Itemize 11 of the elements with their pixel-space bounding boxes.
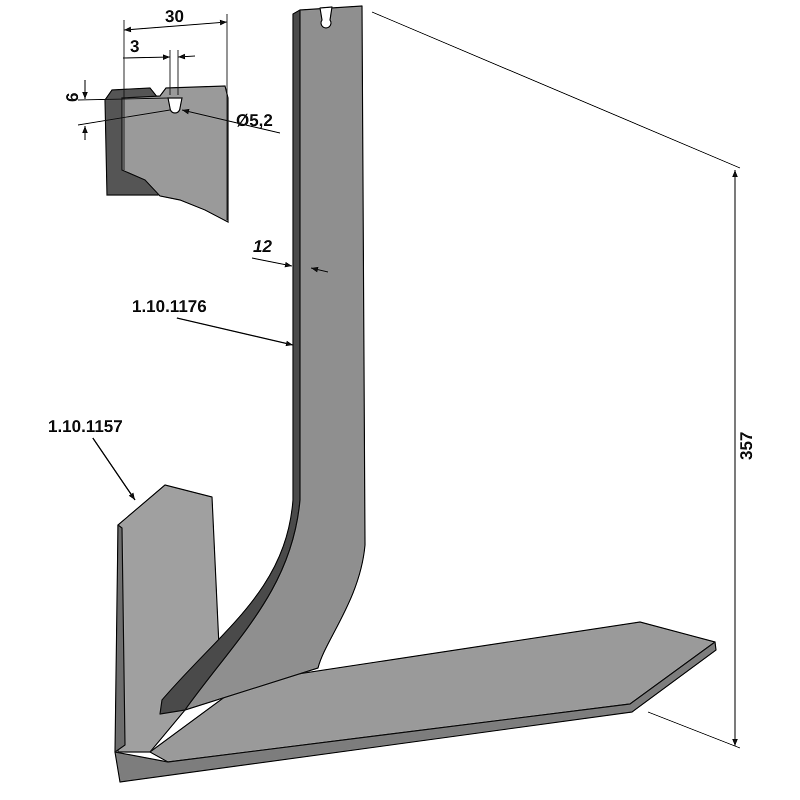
dimension-label: 3 <box>130 38 140 55</box>
dimension-label: 6 <box>64 92 81 102</box>
share-drawing <box>114 484 717 783</box>
dimension-label: 357 <box>738 432 755 460</box>
dimension-label: 30 <box>165 8 184 25</box>
dimension-label: 12 <box>253 238 272 255</box>
leader-line <box>176 317 294 346</box>
part-number: 1.10.1176 <box>132 298 207 315</box>
leader-line <box>92 438 136 500</box>
dimension-label: Ø5,2 <box>236 112 273 129</box>
part-number: 1.10.1157 <box>48 418 123 435</box>
